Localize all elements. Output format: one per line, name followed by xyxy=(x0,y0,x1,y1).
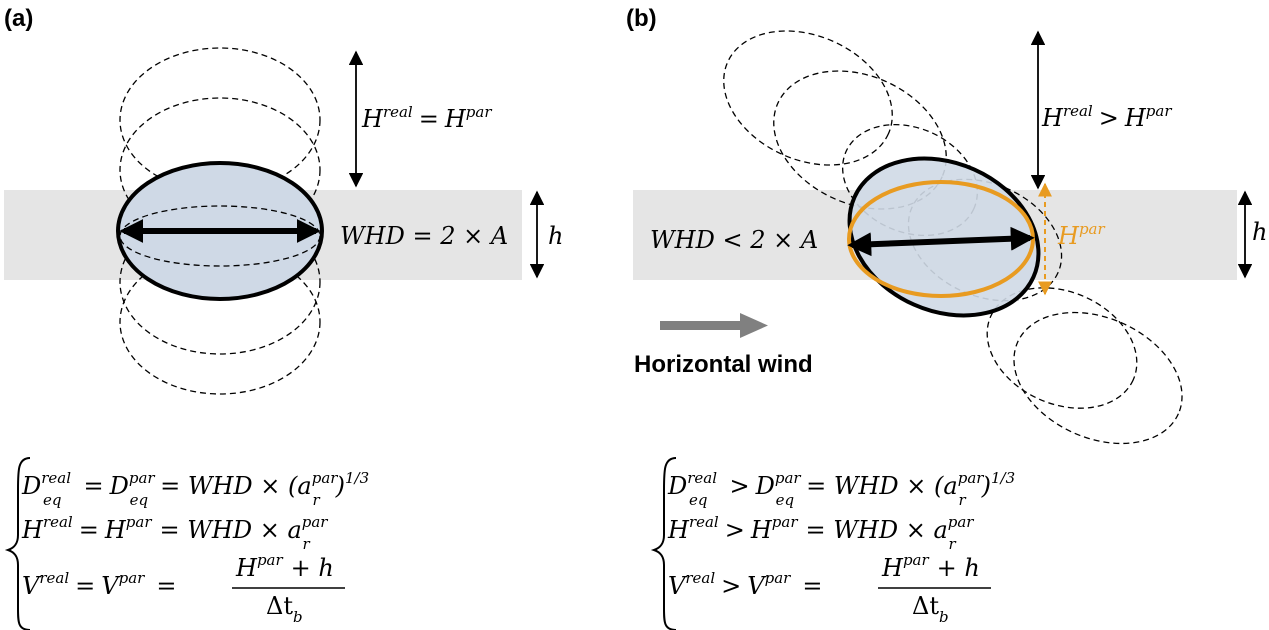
fraction-numerator-a: Hpar+ h xyxy=(235,551,334,582)
dashed-ellipse xyxy=(1013,311,1183,445)
panel-b-label: (b) xyxy=(626,5,657,32)
panel-a-label: (a) xyxy=(4,5,33,32)
dashed-ellipse xyxy=(119,249,321,395)
fraction-numerator-b: Hpar+ h xyxy=(881,551,980,582)
dashed-ellipse xyxy=(723,30,893,166)
whd-equation-b: WHD < 2 × A xyxy=(650,226,818,254)
whd-arrow-b xyxy=(847,226,1035,257)
left-brace-b xyxy=(650,457,677,630)
wind-label-b: Horizontal wind xyxy=(634,351,813,378)
whd-equation-a: WHD = 2 × A xyxy=(340,222,508,250)
fraction-denominator-a: Δtb xyxy=(266,592,303,626)
dashed-ellipse xyxy=(119,209,321,355)
beam-height-label-b: h xyxy=(1252,218,1267,246)
panel-b: (b) Hreal>Hpar Hpar WHD < 2 × A h xyxy=(626,5,1267,630)
height-equation-a: Hreal=Hpar xyxy=(361,103,492,133)
equation-line-3-b: Vreal>Vpar= xyxy=(668,569,822,600)
height-equation-b: Hreal>Hpar xyxy=(1041,102,1172,132)
beam-height-label-a: h xyxy=(548,222,563,250)
hpar-label-b: Hpar xyxy=(1057,220,1105,250)
equation-line-3-a: Vreal=Vpar= xyxy=(22,569,176,600)
wind-arrow-b xyxy=(660,313,768,338)
left-brace-a xyxy=(4,457,31,630)
dashed-ellipse xyxy=(986,287,1138,409)
fraction-denominator-b: Δtb xyxy=(912,592,949,626)
